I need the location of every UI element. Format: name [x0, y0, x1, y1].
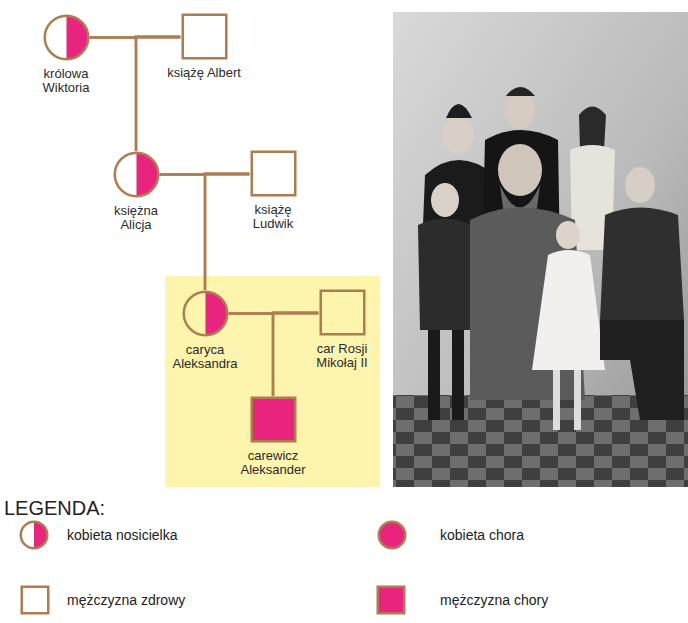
- square-outline: [251, 152, 295, 196]
- pedigree-line: [273, 313, 319, 397]
- female-symbol: [377, 520, 407, 550]
- legend-item: mężczyzna zdrowy: [20, 585, 185, 615]
- family-photo: [393, 12, 688, 487]
- pedigree-line: [90, 38, 137, 152]
- legend-heading: LEGENDA:: [4, 497, 105, 520]
- circle-outline: [114, 153, 158, 197]
- square-outline: [320, 291, 364, 335]
- highlight-band: [165, 276, 380, 487]
- pedigree-person: caryca Aleksandra: [166, 290, 244, 371]
- pedigree-person: książę Albert: [167, 13, 241, 80]
- female-symbol: [182, 290, 229, 337]
- male-symbol: [250, 150, 297, 197]
- person-name: książę Albert: [167, 66, 241, 80]
- pedigree-line: [136, 37, 181, 152]
- pedigree-line: [205, 174, 250, 291]
- legend-item: kobieta chora: [377, 520, 524, 550]
- person-name: caryca Aleksandra: [166, 343, 244, 371]
- person-name: królowa Wiktoria: [29, 67, 103, 95]
- legend-item: kobieta nosicielka: [19, 520, 178, 550]
- carrier-fill: [34, 522, 47, 549]
- square-outline: [22, 587, 49, 614]
- male-symbol: [376, 585, 406, 615]
- carrier-fill: [66, 16, 88, 60]
- pedigree-line: [229, 314, 274, 397]
- square-outline: [182, 15, 226, 59]
- pedigree-person: księżna Alicja: [99, 151, 173, 232]
- pedigree-person: książę Ludwik: [236, 150, 310, 231]
- square-outline: [251, 398, 295, 442]
- pedigree-person: carewicz Aleksander: [233, 396, 313, 477]
- carrier-fill: [136, 153, 158, 197]
- legend-text: kobieta nosicielka: [67, 527, 178, 543]
- person-name: carewicz Aleksander: [233, 449, 313, 477]
- legend-text: kobieta chora: [440, 527, 524, 543]
- legend-item: mężczyzna chory: [376, 585, 548, 615]
- male-symbol: [319, 289, 366, 336]
- female-symbol: [19, 520, 49, 550]
- carrier-fill: [205, 292, 227, 336]
- pedigree-line: [160, 175, 206, 291]
- person-name: księżna Alicja: [99, 204, 173, 232]
- male-symbol: [20, 585, 50, 615]
- square-outline: [378, 587, 405, 614]
- person-name: car Rosji Mikołaj II: [305, 342, 379, 370]
- circle-outline: [183, 292, 227, 336]
- circle-outline: [379, 522, 406, 549]
- circle-outline: [21, 522, 48, 549]
- person-name: książę Ludwik: [236, 203, 310, 231]
- legend-text: mężczyzna zdrowy: [67, 592, 185, 608]
- legend-text: mężczyzna chory: [440, 592, 548, 608]
- female-symbol: [113, 151, 160, 198]
- male-symbol: [250, 396, 297, 443]
- pedigree-person: car Rosji Mikołaj II: [305, 289, 379, 370]
- pedigree-person: królowa Wiktoria: [29, 14, 103, 95]
- male-symbol: [181, 13, 228, 60]
- circle-outline: [44, 16, 88, 60]
- female-symbol: [43, 14, 90, 61]
